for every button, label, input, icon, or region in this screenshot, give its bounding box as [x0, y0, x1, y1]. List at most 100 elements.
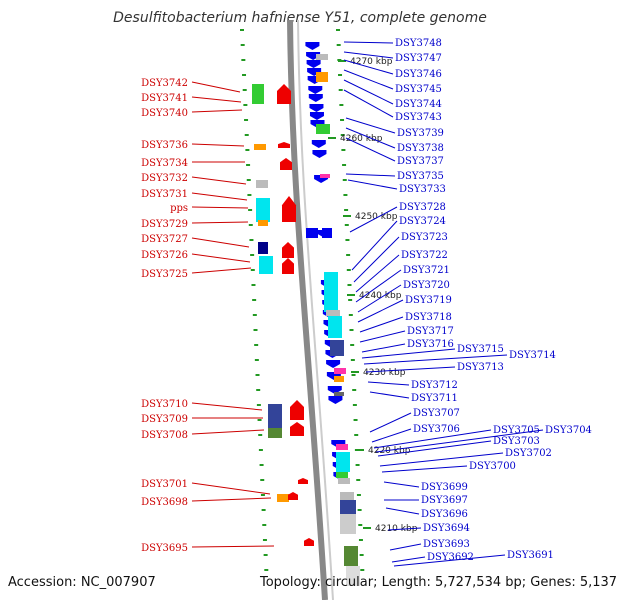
label-leader [391, 556, 426, 563]
reverse-gene-arrow [308, 86, 323, 94]
label-leader [191, 206, 249, 209]
gene-label-left: DSY3741 [141, 93, 188, 104]
gene-block [334, 368, 346, 374]
label-leader [355, 269, 402, 303]
gene-block [336, 472, 348, 478]
gene-label-right: DSY3728 [399, 202, 446, 213]
gene-label-right: DSY3746 [395, 69, 442, 80]
label-leader [385, 507, 420, 515]
forward-gene-arrow [288, 492, 298, 500]
gene-block [277, 494, 289, 502]
gene-block [268, 428, 282, 438]
gene-label-left: DSY3729 [141, 219, 188, 230]
gene-label-right: DSY3718 [405, 312, 452, 323]
gene-label-left: DSY3734 [141, 158, 188, 169]
gene-block [340, 492, 354, 500]
gene-label-right: DSY3693 [423, 539, 470, 550]
gene-block [306, 228, 318, 238]
label-leader [377, 440, 492, 457]
gene-block [322, 228, 332, 238]
label-leader [191, 192, 248, 201]
reverse-gene-arrow [309, 104, 324, 112]
label-leader [343, 59, 394, 75]
gene-label-right: DSY3702 [505, 448, 552, 459]
kbp-marker: 4220 kbp [368, 446, 411, 456]
gene-block [320, 174, 330, 178]
gene-label-right: DSY3712 [411, 380, 458, 391]
label-leader [369, 391, 410, 399]
gene-features [252, 42, 360, 586]
label-leader [359, 316, 404, 333]
gene-label-right: DSY3697 [421, 495, 468, 506]
gene-label-right: DSY3711 [411, 393, 458, 404]
gene-label-right: DSY3700 [469, 461, 516, 472]
label-leader [383, 481, 420, 488]
forward-gene-arrow [290, 400, 304, 420]
gene-label-right: DSY3704 [545, 425, 592, 436]
label-leader [393, 554, 506, 567]
genome-backbone [287, 19, 328, 600]
gene-block [316, 124, 330, 134]
label-leader [373, 429, 492, 449]
label-leader [343, 79, 394, 105]
gene-label-right: DSY3733 [399, 184, 446, 195]
reverse-gene-arrow [308, 94, 323, 102]
gene-label-right: DSY3714 [509, 350, 556, 361]
gene-block [256, 180, 268, 188]
label-leader [191, 267, 252, 274]
label-leader [379, 452, 504, 467]
label-leader [191, 253, 251, 263]
gene-block [346, 566, 360, 586]
gene-label-left: pps [170, 203, 188, 214]
label-leader [345, 137, 396, 162]
reverse-gene-arrow [326, 360, 341, 368]
gene-label-right: DSY3738 [397, 143, 444, 154]
gene-label-right: DSY3715 [457, 344, 504, 355]
gene-label-right: DSY3720 [403, 280, 450, 291]
label-leader [191, 176, 247, 185]
label-leader [361, 343, 406, 353]
kbp-marker: 4230 kbp [363, 368, 406, 378]
gene-label-left: DSY3701 [141, 479, 188, 490]
label-leader [351, 220, 398, 271]
label-leader [191, 497, 272, 502]
gene-block [259, 256, 273, 274]
label-leader [345, 173, 396, 177]
kbp-marker: 4270 kbp [350, 57, 393, 67]
label-leader [349, 206, 398, 233]
gene-label-right: DSY3699 [421, 482, 468, 493]
gene-label-left: DSY3710 [141, 399, 188, 410]
forward-gene-arrow [298, 478, 308, 484]
gene-label-right: DSY3696 [421, 509, 468, 520]
label-leader [345, 117, 396, 134]
gene-block [340, 500, 356, 514]
gene-block [252, 84, 264, 104]
gene-label-right: DSY3719 [405, 295, 452, 306]
label-leader [343, 41, 394, 44]
gene-label-left: DSY3709 [141, 414, 188, 425]
forward-gene-arrow [282, 258, 294, 274]
gene-block [326, 310, 340, 316]
gene-label-right: DSY3745 [395, 84, 442, 95]
label-leader [191, 96, 242, 103]
label-leader [191, 81, 241, 93]
gene-label-right: DSY3723 [401, 232, 448, 243]
gene-label-right: DSY3717 [407, 326, 454, 337]
label-leader [371, 428, 412, 443]
label-leader [191, 429, 265, 435]
forward-gene-arrow [277, 84, 291, 104]
forward-gene-arrow [280, 158, 292, 170]
gene-block [340, 514, 356, 534]
accession-text: Accession: NC_007907 [8, 575, 156, 590]
gene-block [334, 392, 344, 396]
label-leader [355, 254, 400, 293]
label-leader [191, 482, 271, 495]
label-leader [343, 69, 394, 90]
gene-block [258, 242, 268, 254]
label-leader [369, 412, 412, 433]
gene-label-right: DSY3694 [423, 523, 470, 534]
label-leader [343, 51, 394, 59]
gene-block [324, 272, 338, 312]
gene-label-right: DSY3744 [395, 99, 442, 110]
